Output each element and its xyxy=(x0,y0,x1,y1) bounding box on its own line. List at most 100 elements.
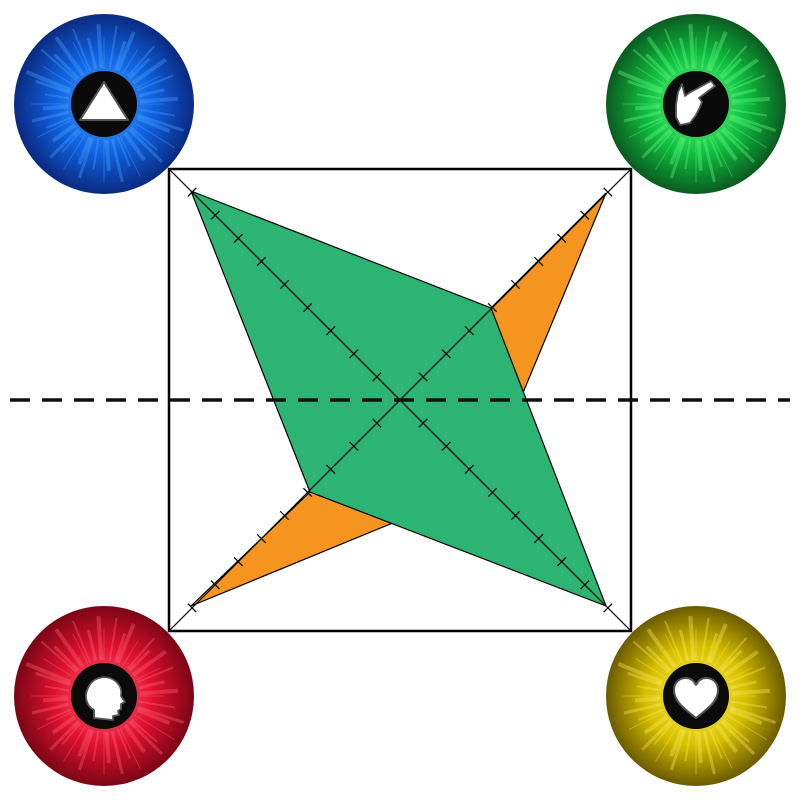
iris-ray xyxy=(77,729,95,771)
iris-ray xyxy=(113,40,127,71)
iris-ray xyxy=(688,24,696,69)
iris-ray xyxy=(130,126,158,151)
iris-ray xyxy=(653,722,674,746)
iris-ray xyxy=(724,57,759,85)
iris-ray xyxy=(715,724,738,754)
iris-ray xyxy=(123,132,146,162)
iris-ray xyxy=(722,126,750,151)
iris-ray xyxy=(731,108,768,117)
iris-ray xyxy=(705,40,719,71)
iris-ray xyxy=(126,45,156,78)
tick-mark xyxy=(256,256,267,267)
tick-mark xyxy=(580,580,590,590)
iris-ray xyxy=(702,730,716,775)
iris-ray xyxy=(632,48,670,82)
iris-ray xyxy=(31,702,70,715)
iris-ray xyxy=(53,645,80,672)
iris-ray xyxy=(139,700,176,709)
iris-ray xyxy=(53,53,80,80)
iris-ray xyxy=(678,37,690,70)
iris-ray xyxy=(122,640,139,666)
iris-ray xyxy=(635,658,666,678)
iris-ray xyxy=(702,138,716,183)
iris-ray xyxy=(664,620,684,664)
iris-ray xyxy=(86,37,98,70)
red-corner-button[interactable] xyxy=(14,606,194,786)
tick-mark xyxy=(464,326,474,336)
iris-ray xyxy=(628,711,665,730)
iris-ray xyxy=(123,724,146,754)
pointing-hand-icon xyxy=(675,80,716,126)
iris-ray xyxy=(128,128,164,164)
iris-ray xyxy=(134,714,175,741)
iris-ray xyxy=(96,616,104,661)
iris-ray xyxy=(700,617,710,661)
iris-ray xyxy=(136,74,174,92)
iris-ray xyxy=(655,726,678,762)
iris-ray xyxy=(669,136,685,165)
iris-ray xyxy=(40,640,78,674)
iris-ray xyxy=(116,728,131,760)
iris-ray xyxy=(684,731,692,762)
iris-ray xyxy=(36,119,73,138)
iris-ray xyxy=(138,680,165,690)
yellow-rays xyxy=(617,616,777,775)
iris-ray xyxy=(35,671,71,687)
iris-ray xyxy=(116,136,131,168)
iris-ray xyxy=(669,728,685,757)
iris-ray xyxy=(51,123,76,143)
yellow-corner-button[interactable] xyxy=(606,606,786,786)
iris-ray xyxy=(35,79,71,95)
iris-ray xyxy=(617,70,664,93)
iris-ray xyxy=(688,616,696,661)
iris-ray xyxy=(707,31,728,72)
iris-ray xyxy=(136,666,174,684)
iris-ray xyxy=(51,715,76,735)
iris-ray xyxy=(135,667,161,681)
iris-ray xyxy=(72,28,92,72)
heart-icon xyxy=(673,677,719,719)
iris-ray xyxy=(139,96,178,104)
tick-mark xyxy=(187,603,197,613)
iris-ray xyxy=(96,24,104,69)
iris-ray xyxy=(646,36,677,76)
iris-ray xyxy=(707,623,728,664)
blue-corner-button[interactable] xyxy=(14,14,194,194)
green-corner-button[interactable] xyxy=(606,14,786,194)
tick-mark xyxy=(557,233,567,243)
iris-ray xyxy=(714,640,731,666)
iris-ray xyxy=(138,88,165,98)
iris-ray xyxy=(44,685,69,692)
iris-ray xyxy=(635,104,661,111)
iris-ray xyxy=(696,139,703,171)
iris-ray xyxy=(645,645,672,672)
iris-ray xyxy=(77,136,93,165)
red-rays xyxy=(25,616,185,775)
tick-mark xyxy=(187,187,197,197)
iris-ray xyxy=(119,727,141,769)
tick-mark xyxy=(279,510,290,521)
tick-mark xyxy=(418,372,428,382)
tick-mark xyxy=(441,441,451,451)
iris-ray xyxy=(728,707,763,726)
iris-ray xyxy=(730,88,757,98)
iris-ray xyxy=(115,31,136,72)
iris-ray xyxy=(46,708,72,721)
iris-ray xyxy=(635,696,661,703)
iris-ray xyxy=(110,138,124,183)
tick-mark xyxy=(510,279,521,290)
iris-ray xyxy=(126,637,156,670)
iris-ray xyxy=(44,93,69,100)
iris-ray xyxy=(731,700,768,709)
iris-ray xyxy=(720,57,743,80)
iris-ray xyxy=(25,662,72,685)
iris-ray xyxy=(641,128,672,159)
tick-mark xyxy=(487,302,498,313)
iris-ray xyxy=(678,629,690,662)
tick-mark xyxy=(210,210,220,220)
tick-mark xyxy=(557,557,567,567)
iris-ray xyxy=(72,634,89,665)
iris-ray xyxy=(708,136,723,168)
iris-ray xyxy=(130,718,158,743)
